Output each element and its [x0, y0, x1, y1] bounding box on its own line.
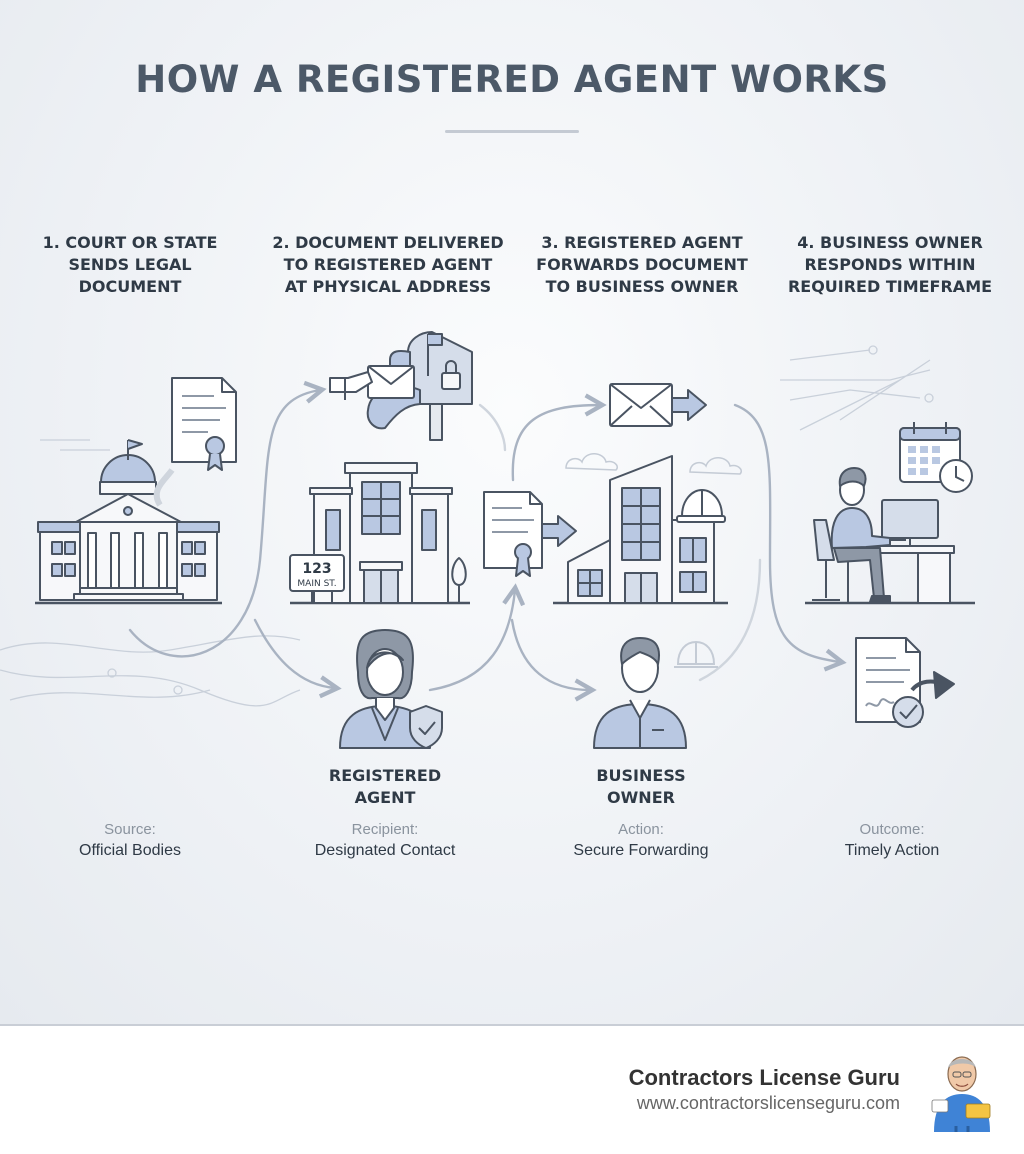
- outcome-value: Timely Action: [844, 842, 940, 859]
- decorative-lines: [0, 345, 934, 707]
- completed-document-icon: [855, 637, 955, 728]
- arrow-court-to-agent: [253, 618, 342, 699]
- source-caption: Source: Official Bodies: [10, 820, 250, 862]
- business-building-icon: [553, 455, 728, 605]
- source-value: Official Bodies: [79, 842, 181, 859]
- recipient-value: Designated Contact: [314, 842, 456, 859]
- hard-hat-icon: [676, 489, 726, 523]
- clock-icon: [939, 459, 973, 493]
- address-sign-street: MAIN ST.: [297, 579, 336, 589]
- registered-agent-building-icon: [289, 462, 470, 605]
- flow-illustration: 123 MAIN ST.: [0, 331, 975, 749]
- recipient-key: Recipient:: [351, 821, 419, 838]
- courthouse-icon: [35, 439, 222, 605]
- arrow-building-to-email: [511, 393, 607, 482]
- cloud-icon: [565, 453, 742, 475]
- forwarded-document-icon: [483, 491, 577, 577]
- recipient-caption: Recipient: Designated Contact: [265, 820, 505, 862]
- outcome-caption: Outcome: Timely Action: [772, 820, 1012, 862]
- flow-arrows: [128, 380, 847, 702]
- address-sign-number: 123: [302, 561, 331, 577]
- page-title: HOW A REGISTERED AGENT WORKS: [135, 58, 889, 101]
- arrow-doc-to-owner: [510, 618, 597, 702]
- action-value: Secure Forwarding: [573, 842, 709, 859]
- brand-name: Contractors License Guru: [628, 1065, 900, 1090]
- legal-document-icon: [153, 377, 237, 507]
- title-divider: [445, 130, 579, 133]
- source-key: Source:: [104, 821, 156, 838]
- action-caption: Action: Secure Forwarding: [521, 820, 761, 862]
- action-key: Action:: [618, 821, 664, 838]
- arrow-court-to-mailbox: [128, 380, 327, 658]
- brand-url[interactable]: www.contractorslicenseguru.com: [636, 1093, 900, 1113]
- shield-check-icon: [409, 705, 443, 749]
- brand-mascot-avatar: [931, 1056, 991, 1132]
- arrow-agent-to-doc: [428, 583, 526, 692]
- brand-block: Contractors License Guru www.contractors…: [629, 1064, 900, 1114]
- registered-agent-avatar: [339, 629, 431, 749]
- faded-hard-hat-icon: [674, 640, 718, 668]
- person-at-desk-icon: [805, 467, 975, 605]
- outcome-key: Outcome:: [859, 821, 925, 838]
- mailbox-icon: [329, 331, 473, 441]
- arrow-email-to-outcome: [733, 403, 847, 672]
- email-forward-icon: [609, 383, 707, 427]
- business-owner-avatar: [593, 637, 687, 749]
